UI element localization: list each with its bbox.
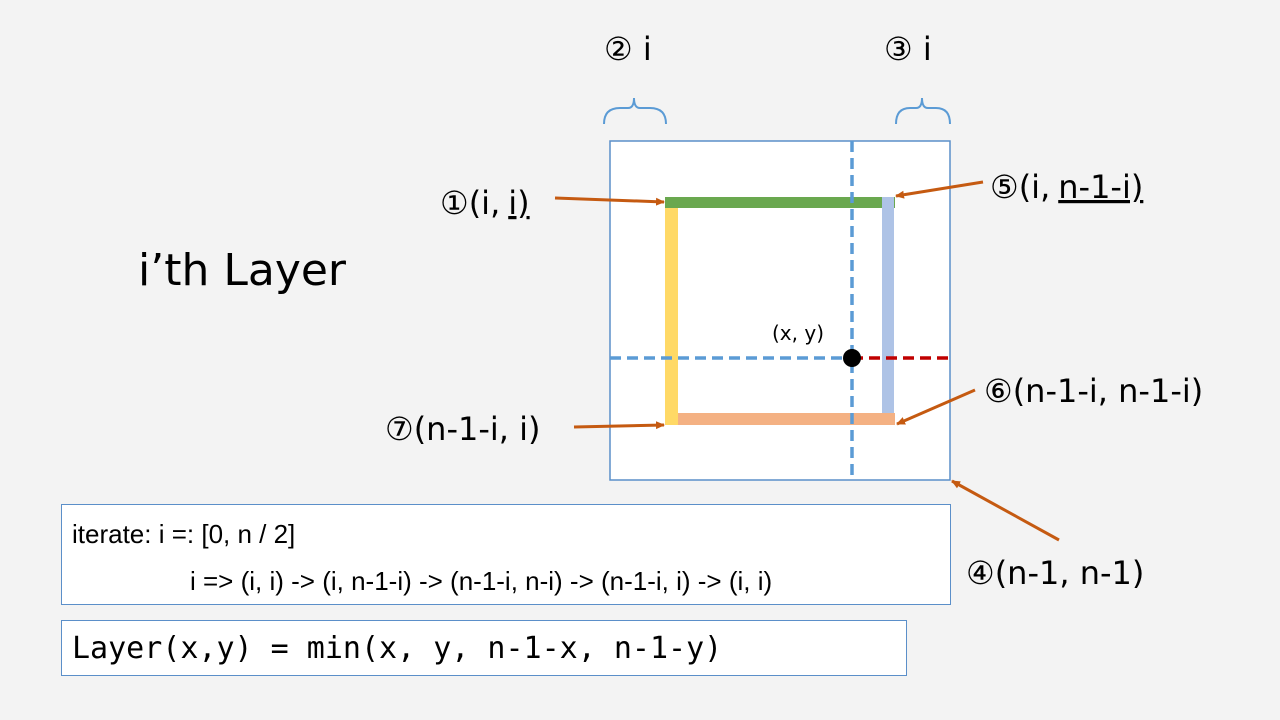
corner-5-label: ⑤(i,n-1-i) bbox=[990, 168, 1143, 206]
iterate-path-text: i => (i, i) -> (i, n-1-i) -> (n-1-i, n-i… bbox=[190, 566, 773, 596]
top-left-width-label: ② i bbox=[604, 30, 652, 68]
arrow-corner-5 bbox=[895, 180, 984, 199]
arrow-corner-1 bbox=[554, 196, 665, 206]
arrow-corner-7 bbox=[573, 421, 665, 430]
left-width-brace bbox=[603, 97, 667, 125]
top-right-width-label: ③ i bbox=[884, 30, 932, 68]
layer-bottom-edge bbox=[665, 413, 895, 425]
corner-1-label: ①(i,i) bbox=[440, 184, 530, 222]
matrix-square bbox=[609, 140, 951, 481]
layer-formula: Layer(x,y) = min(x, y, n-1-x, n-1-y) bbox=[72, 631, 723, 666]
point-xy-label: (x, y) bbox=[772, 321, 824, 345]
right-width-brace bbox=[895, 97, 951, 125]
iterate-range-text: iterate: i =: [0, n / 2] bbox=[72, 519, 296, 549]
layer-top-edge bbox=[665, 197, 895, 208]
point-xy-dot bbox=[843, 349, 861, 367]
layer-left-edge bbox=[665, 208, 678, 425]
corner-4-label: ④(n-1, n-1) bbox=[966, 554, 1144, 592]
formula-box: Layer(x,y) = min(x, y, n-1-x, n-1-y) bbox=[61, 620, 907, 676]
iterate-box: iterate: i =: [0, n / 2] i => (i, i) -> … bbox=[61, 504, 951, 605]
slide-title: i’th Layer bbox=[138, 245, 347, 296]
arrow-corner-6 bbox=[896, 388, 976, 426]
corner-7-label: ⑦(n-1-i, i) bbox=[385, 410, 541, 448]
corner-6-label: ⑥(n-1-i, n-1-i) bbox=[984, 372, 1203, 410]
layer-right-edge bbox=[882, 197, 894, 415]
arrow-corner-4 bbox=[951, 479, 1060, 542]
